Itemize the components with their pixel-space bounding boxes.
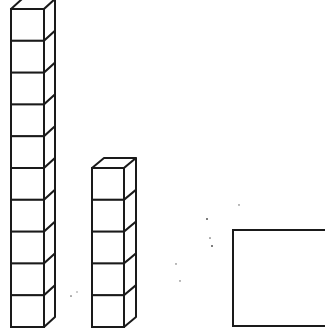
tall-tower-ten-rod — [11, 0, 55, 327]
answer-box[interactable] — [233, 230, 325, 326]
short-tower-five-cubes — [92, 158, 136, 327]
